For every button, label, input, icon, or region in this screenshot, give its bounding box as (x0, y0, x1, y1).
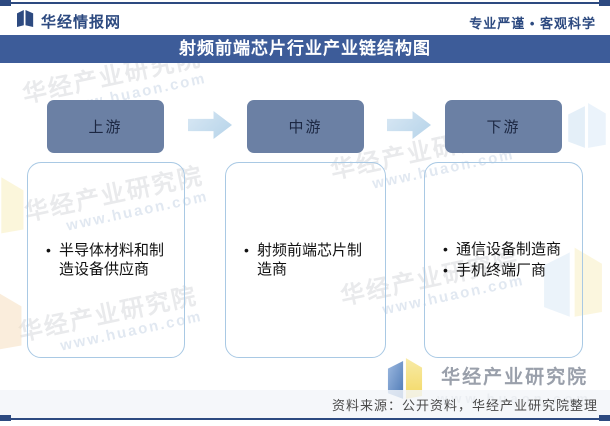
bullet-icon: • (443, 262, 448, 278)
right-arrow-icon (188, 111, 232, 139)
content-box-midstream: • 射频前端芯片制造商 (225, 162, 386, 358)
content-box-upstream: • 半导体材料和制造设备供应商 (27, 162, 185, 358)
page-title: 射频前端芯片行业产业链结构图 (0, 35, 610, 63)
book-logo-color-icon (387, 357, 423, 406)
source-bar: 资料来源：公开资料，华经产业研究院整理 (0, 390, 610, 418)
watermark-logo-icon (0, 176, 26, 241)
stage-box-upstream: 上游 (47, 100, 164, 153)
content-box-downstream: • 通信设备制造商 • 手机终端厂商 (424, 162, 583, 358)
right-arrow-icon (387, 111, 431, 139)
list-item: • 手机终端厂商 (443, 262, 547, 279)
source-text: 资料来源：公开资料，华经产业研究院整理 (331, 397, 598, 413)
watermark-logo-icon (0, 292, 24, 357)
stage-box-downstream: 下游 (445, 100, 562, 153)
bullet-icon: • (244, 242, 249, 258)
list-item: • 通信设备制造商 (443, 241, 562, 258)
bullet-icon: • (443, 241, 448, 257)
stage-box-midstream: 中游 (247, 100, 364, 153)
header-tagline: 专业严谨 • 客观科学 (469, 16, 596, 31)
bullet-icon: • (46, 242, 51, 258)
top-left-dash (0, 0, 11, 6)
list-item: • 射频前端芯片制造商 (244, 242, 363, 278)
book-logo-icon (17, 9, 34, 33)
top-rule (0, 2, 610, 4)
bottom-right-dash (599, 415, 610, 421)
header-bar: 华经情报网 专业严谨 • 客观科学 (0, 4, 610, 35)
list-item: • 半导体材料和制造设备供应商 (46, 242, 165, 278)
logo-name: 华经产业研究院 (441, 367, 589, 388)
site-brand: 华经情报网 (17, 9, 121, 33)
brand-name: 华经情报网 (41, 13, 122, 31)
watermark-logo-icon (565, 102, 609, 155)
bottom-left-dash (0, 415, 11, 421)
top-right-dash (599, 0, 610, 6)
bottom-rule (0, 418, 610, 420)
